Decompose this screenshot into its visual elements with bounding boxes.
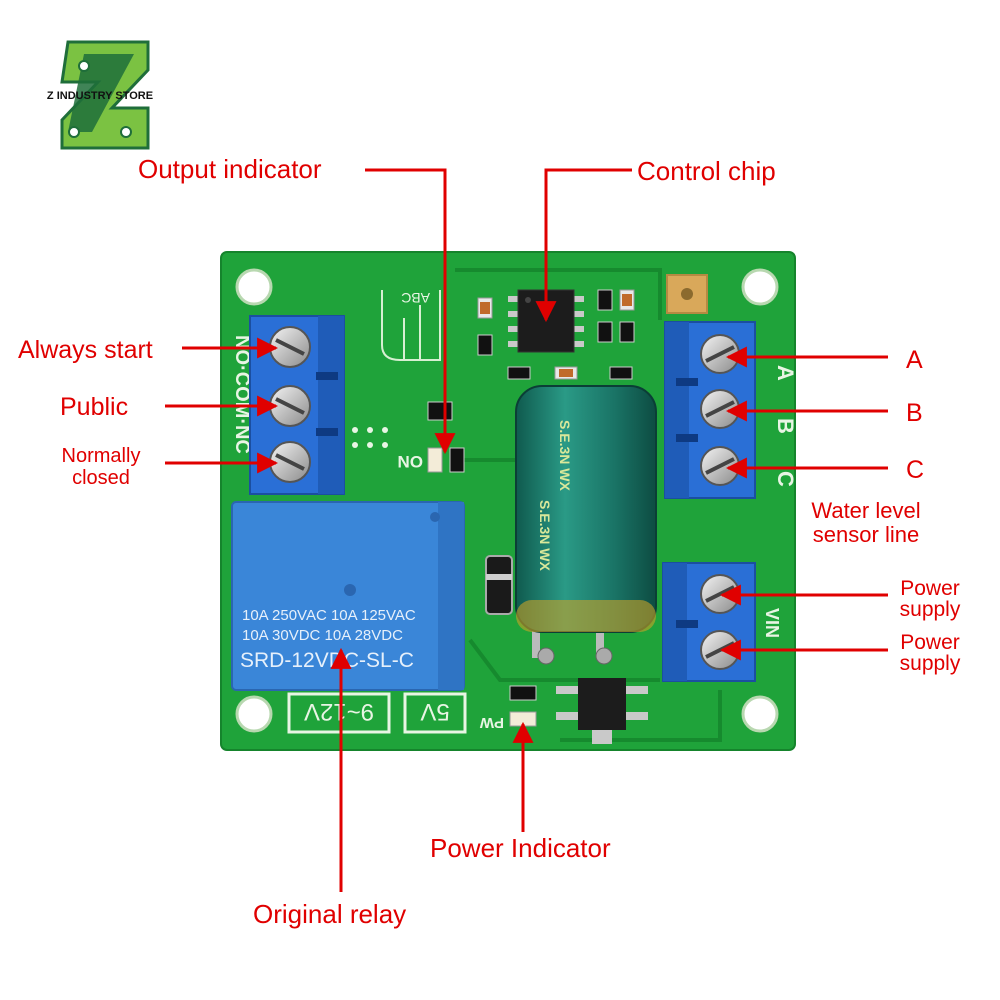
on-silkscreen: ON <box>398 452 424 471</box>
label-water-level-1: Water level <box>811 498 920 523</box>
label-power-supply-2b: supply <box>900 652 961 675</box>
label-b: B <box>906 399 923 427</box>
screw-terminal <box>700 389 740 429</box>
sensor-silk-c: C <box>773 471 798 487</box>
power-terminal-block <box>662 562 756 682</box>
screw-terminal <box>700 334 740 374</box>
screw-terminal <box>269 441 311 483</box>
power-mosfet <box>556 678 648 744</box>
electrolytic-capacitor: S.E.3N WX S.E.3N WX <box>515 385 657 665</box>
label-public: Public <box>60 393 128 421</box>
callout-line-output-indicator <box>365 168 456 455</box>
capacitor-text: S.E.3N WX <box>557 420 573 491</box>
voltage-5-box: 5V <box>403 692 467 734</box>
smd-components <box>427 289 635 727</box>
label-always-start: Always start <box>18 336 153 364</box>
callout-lines <box>165 168 888 892</box>
brand-logo: Z INDUSTRY STORE <box>47 40 153 150</box>
sensor-silk-a: A <box>773 365 798 381</box>
mount-hole <box>235 268 273 306</box>
brand-name: Z INDUSTRY STORE <box>47 90 153 102</box>
label-power-indicator: Power Indicator <box>430 833 611 863</box>
relay-model: SRD-12VDC-SL-C <box>240 649 414 672</box>
voltage-12-label: 9~12V <box>304 698 374 725</box>
abc-silkscreen: ABC <box>381 290 441 361</box>
screw-terminal <box>700 446 740 486</box>
label-water-level-2: sensor line <box>813 522 919 547</box>
callout-labels: Output indicator Control chip Always sta… <box>18 154 961 929</box>
label-original-relay: Original relay <box>253 899 406 929</box>
label-c: C <box>906 456 924 484</box>
relay-spec-line1: 10A 250VAC 10A 125VAC <box>242 607 416 624</box>
label-power-supply-1b: supply <box>900 598 961 621</box>
pw-silkscreen: PW <box>479 714 504 731</box>
relay-spec-line2: 10A 30VDC 10A 28VDC <box>242 627 403 644</box>
abc-label: ABC <box>401 290 430 306</box>
sensor-silk-b: B <box>773 418 798 434</box>
mount-hole <box>741 695 779 733</box>
label-power-supply-2a: Power <box>900 631 960 654</box>
relay-terminal-silkscreen: NO·COM·NC <box>231 335 253 454</box>
voltage-5-label: 5V <box>420 698 449 725</box>
voltage-12-box: 9~12V <box>287 692 391 734</box>
capacitor-text-2: S.E.3N WX <box>537 500 553 571</box>
vin-silkscreen: VIN <box>762 608 782 638</box>
diode <box>485 555 513 615</box>
mount-hole <box>235 695 273 733</box>
relay: 10A 250VAC 10A 125VAC 10A 30VDC 10A 28VD… <box>231 501 465 691</box>
label-a: A <box>906 346 923 374</box>
label-control-chip: Control chip <box>637 156 776 186</box>
mount-hole <box>741 268 779 306</box>
label-normally-closed-1: Normally <box>62 445 141 467</box>
label-power-supply-1a: Power <box>900 577 960 600</box>
label-output-indicator: Output indicator <box>138 154 322 184</box>
callout-line-control-chip <box>535 168 632 323</box>
label-normally-closed-2: closed <box>72 467 130 489</box>
screw-terminal <box>269 385 311 427</box>
